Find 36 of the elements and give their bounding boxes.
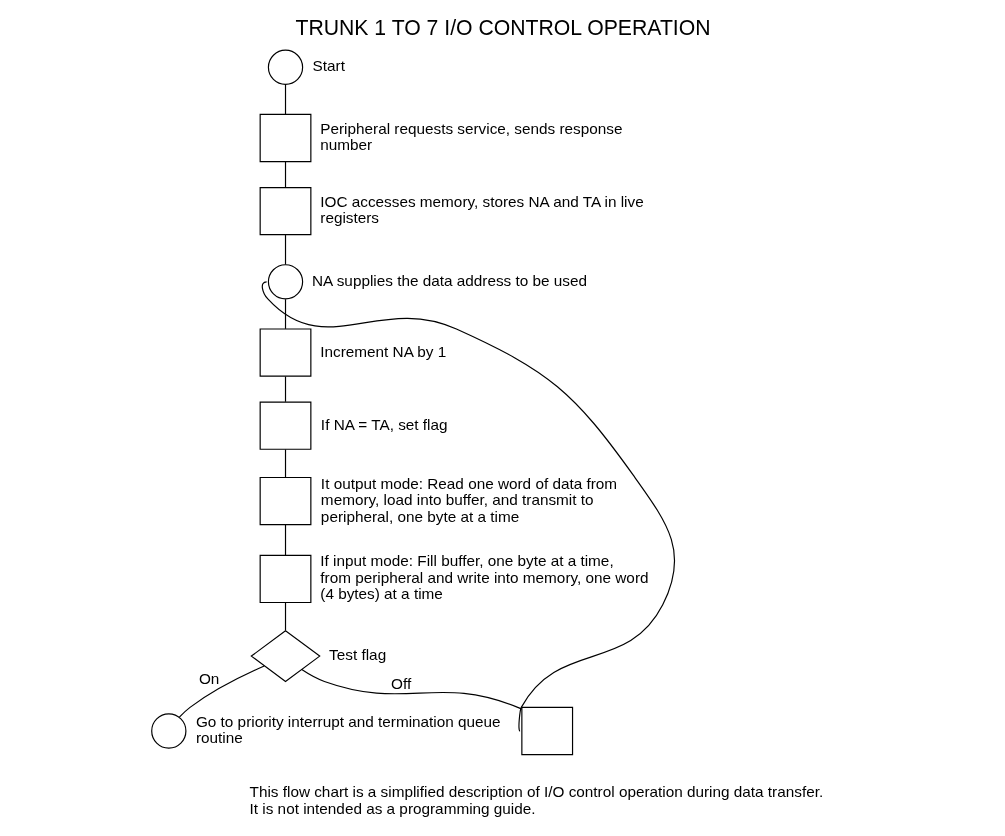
- connector: [284, 161, 286, 188]
- node-circle: [267, 264, 303, 300]
- node-diamond: [249, 630, 321, 683]
- edge-label: Off: [390, 675, 411, 693]
- node-label: It output mode: Read one word of data from memory, load into buffer, and transmit to peripheral, one byte at a time: [320, 474, 617, 525]
- node-label: If NA = TA, set flag: [320, 415, 448, 433]
- node-label: If input mode: Fill buffer, one byte at a time, from peripheral and write into memory, one word (4 bytes) at a time: [319, 552, 649, 603]
- connector: [300, 668, 522, 710]
- node-box: [259, 554, 311, 604]
- node-box: [259, 328, 311, 377]
- node-box: [259, 476, 311, 526]
- diagram-title: TRUNK 1 TO 7 I/O CONTROL OPERATION: [294, 15, 711, 39]
- connector: [284, 375, 286, 403]
- node-box: [259, 401, 311, 450]
- connector: [178, 665, 265, 718]
- node-label: Test flag: [328, 646, 386, 664]
- node-label: Peripheral requests service, sends response number: [319, 119, 622, 154]
- connector: [284, 234, 286, 266]
- node-label: Start: [312, 57, 345, 75]
- connector: [284, 601, 286, 631]
- node-box: [520, 706, 573, 756]
- node-label: Go to priority interrupt and termination queue routine: [195, 712, 501, 747]
- node-label: Increment NA by 1: [319, 342, 446, 360]
- connector: [284, 524, 286, 556]
- node-box: [259, 113, 311, 163]
- node-circle: [267, 49, 303, 85]
- connector: [284, 84, 286, 115]
- connector: [261, 281, 675, 732]
- edge-label: On: [198, 669, 219, 687]
- node-circle: [150, 713, 186, 749]
- node-label: NA supplies the data address to be used: [311, 271, 587, 289]
- connector: [284, 449, 286, 479]
- node-box: [259, 186, 311, 236]
- caption: This flow chart is a simplified description of I/O control operation during data transfer. It is not intended as a programming guide.: [249, 783, 823, 817]
- connector: [284, 298, 286, 330]
- node-label: IOC accesses memory, stores NA and TA in live registers: [319, 192, 644, 227]
